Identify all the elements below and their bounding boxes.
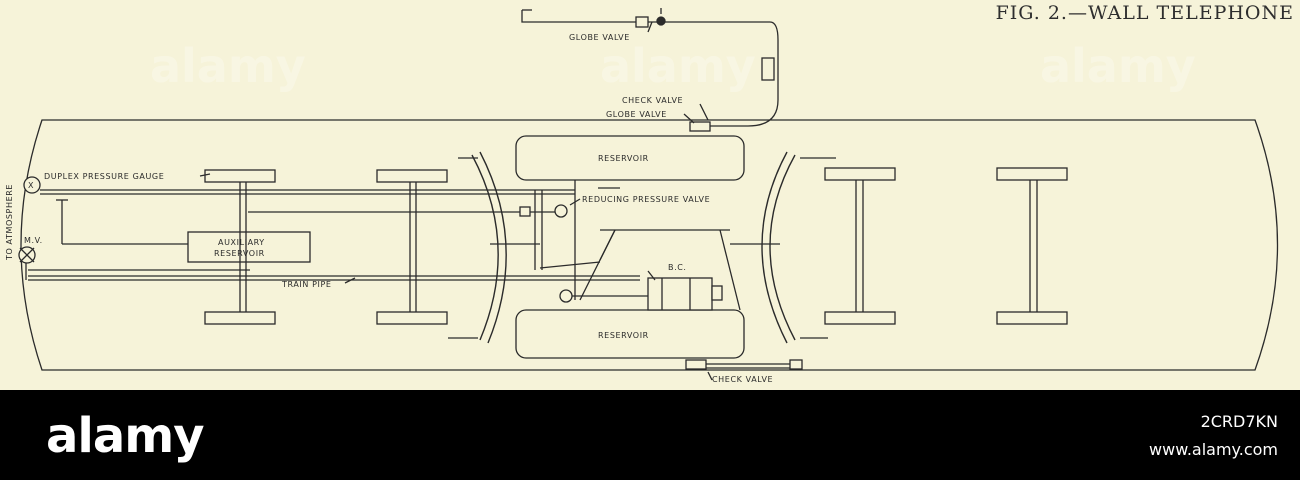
- auxiliary-reservoir-shape: [187, 231, 311, 263]
- check-valve-bottom-shape: [685, 359, 707, 370]
- diagram-figure: FIG. 2.—WALL TELEPHONE alamy alamy alamy: [5, 2, 1294, 384]
- globe-valve-top: [635, 16, 649, 28]
- reservoir-top-shape: [515, 135, 745, 181]
- watermark-center: alamy: [600, 39, 756, 93]
- footer-url[interactable]: www.alamy.com: [1149, 440, 1278, 459]
- label-mv: M.V.: [24, 236, 43, 245]
- watermark-left: alamy: [150, 39, 306, 93]
- reducing-valve-shape: [554, 204, 568, 218]
- check-valve-top: [689, 121, 711, 132]
- label-to-atmosphere: TO ATMOSPHERE: [5, 184, 14, 261]
- label-reservoir-bottom: RESERVOIR: [598, 331, 649, 340]
- duplex-gauge-shape: [23, 176, 41, 194]
- label-check-valve-top: CHECK VALVE: [622, 96, 683, 105]
- label-globe-valve-top: GLOBE VALVE: [569, 33, 630, 42]
- watermark-right: alamy: [1040, 39, 1196, 93]
- supply-pipe: [521, 10, 779, 127]
- label-bc: B.C.: [668, 263, 687, 272]
- footer-logo: alamy: [46, 408, 205, 464]
- label-train-pipe: TRAIN PIPE: [281, 280, 332, 289]
- label-reducing-valve: REDUCING PRESSURE VALVE: [582, 195, 710, 204]
- label-duplex-gauge: DUPLEX PRESSURE GAUGE: [44, 172, 164, 181]
- label-globe-valve-mid: GLOBE VALVE: [606, 110, 667, 119]
- footer-bar: alamy 2CRD7KN www.alamy.com: [0, 390, 1300, 480]
- air-brake-diagram: alamy alamy alamy: [5, 8, 1279, 384]
- figure-caption: FIG. 2.—WALL TELEPHONE: [995, 2, 1294, 24]
- gauge-symbol: X: [28, 181, 34, 190]
- label-aux-reservoir-1: AUXILIARY: [218, 238, 265, 247]
- label-aux-reservoir-2: RESERVOIR: [214, 249, 265, 258]
- footer-image-id: 2CRD7KN: [1200, 412, 1278, 431]
- reservoir-bottom-shape: [515, 309, 745, 359]
- car-body-outline: [20, 119, 1279, 371]
- label-check-valve-bottom: CHECK VALVE: [712, 375, 773, 384]
- label-reservoir-top: RESERVOIR: [598, 154, 649, 163]
- brake-cylinder-shape: [647, 277, 713, 311]
